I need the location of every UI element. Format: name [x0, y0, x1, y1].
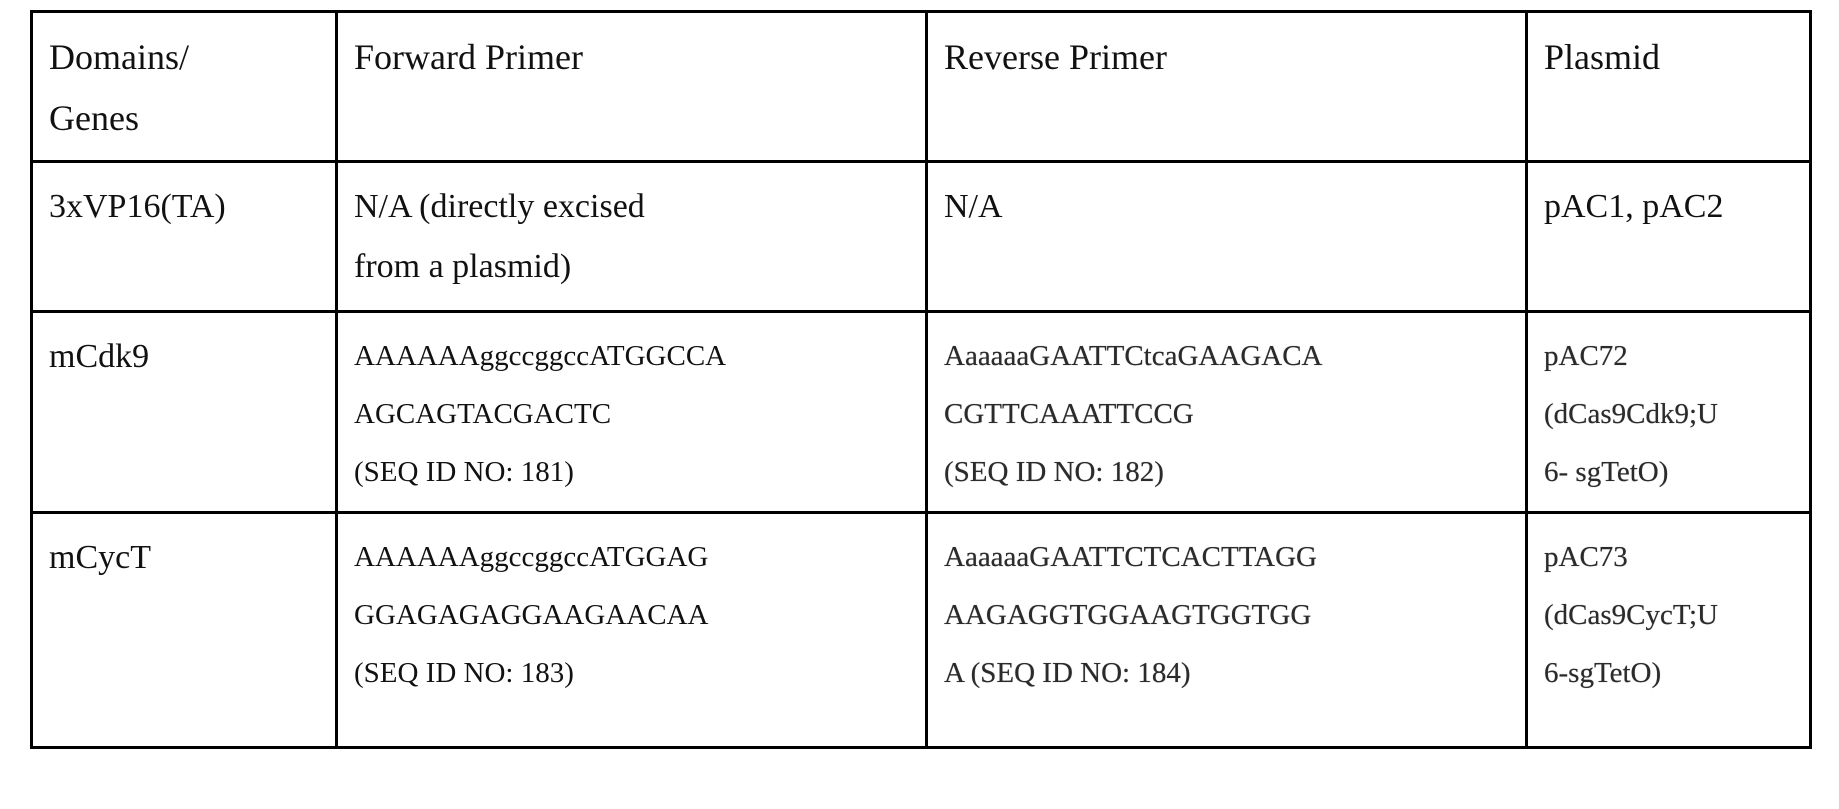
cell-domain: 3xVP16(TA): [30, 160, 338, 313]
cell-plasmid: pAC73 (dCas9CycT;U 6-sgTetO): [1525, 511, 1812, 749]
header-cell-domains-genes: Domains/ Genes: [30, 10, 338, 163]
header-cell-reverse-primer: Reverse Primer: [925, 10, 1528, 163]
cell-reverse-primer: AaaaaaGAATTCtcaGAAGACA CGTTCAAATTCCG (SE…: [925, 310, 1528, 514]
cell-reverse-primer: AaaaaaGAATTCTCACTTAGG AAGAGGTGGAAGTGGTGG…: [925, 511, 1528, 749]
header-cell-plasmid: Plasmid: [1525, 10, 1812, 163]
cell-reverse-primer: N/A: [925, 160, 1528, 313]
cell-domain: mCdk9: [30, 310, 338, 514]
table-row: 3xVP16(TA) N/A (directly excised from a …: [30, 160, 1812, 313]
header-cell-forward-primer: Forward Primer: [335, 10, 928, 163]
table-row: mCycT AAAAAAggccggccATGGAG GGAGAGAGGAAGA…: [30, 511, 1812, 749]
primer-table: Domains/ Genes Forward Primer Reverse Pr…: [30, 10, 1812, 749]
cell-forward-primer: N/A (directly excised from a plasmid): [335, 160, 928, 313]
cell-forward-primer: AAAAAAggccggccATGGCCA AGCAGTACGACTC (SEQ…: [335, 310, 928, 514]
cell-plasmid: pAC1, pAC2: [1525, 160, 1812, 313]
cell-domain: mCycT: [30, 511, 338, 749]
table-row: mCdk9 AAAAAAggccggccATGGCCA AGCAGTACGACT…: [30, 310, 1812, 514]
table-header-row: Domains/ Genes Forward Primer Reverse Pr…: [30, 10, 1812, 163]
cell-plasmid: pAC72 (dCas9Cdk9;U 6- sgTetO): [1525, 310, 1812, 514]
cell-forward-primer: AAAAAAggccggccATGGAG GGAGAGAGGAAGAACAA (…: [335, 511, 928, 749]
